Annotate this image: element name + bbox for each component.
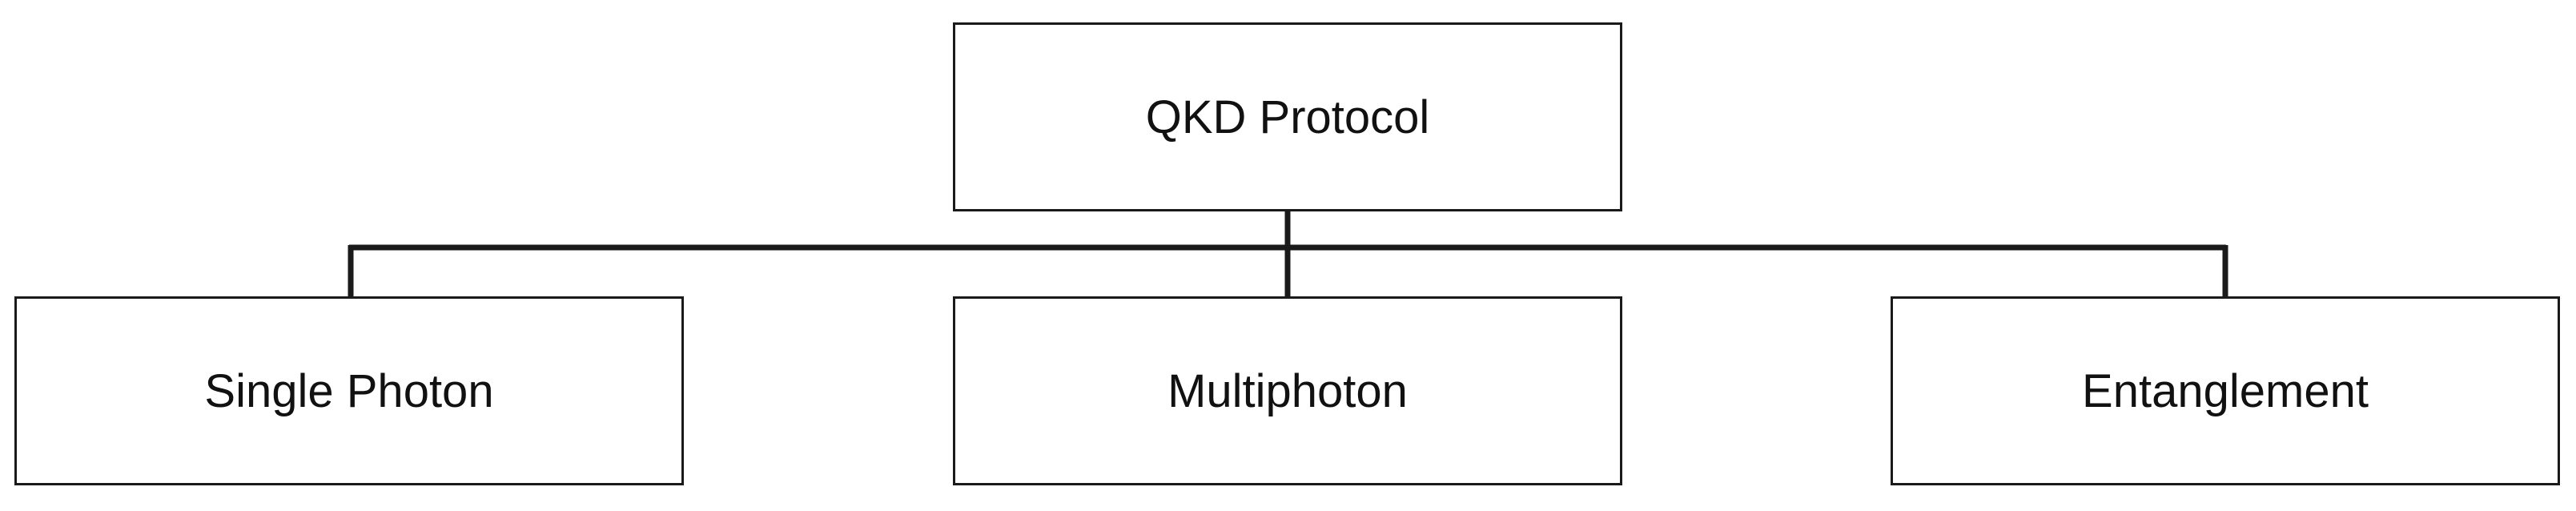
root-node-label: QKD Protocol — [1145, 91, 1430, 143]
child-node-single-photon: Single Photon — [14, 296, 684, 485]
child-node-multiphoton: Multiphoton — [953, 296, 1622, 485]
child-node-entanglement: Entanglement — [1891, 296, 2560, 485]
child-node-label: Single Photon — [204, 364, 494, 417]
child-node-label: Multiphoton — [1167, 364, 1408, 417]
child-node-label: Entanglement — [2082, 364, 2369, 417]
root-node: QKD Protocol — [953, 22, 1622, 211]
